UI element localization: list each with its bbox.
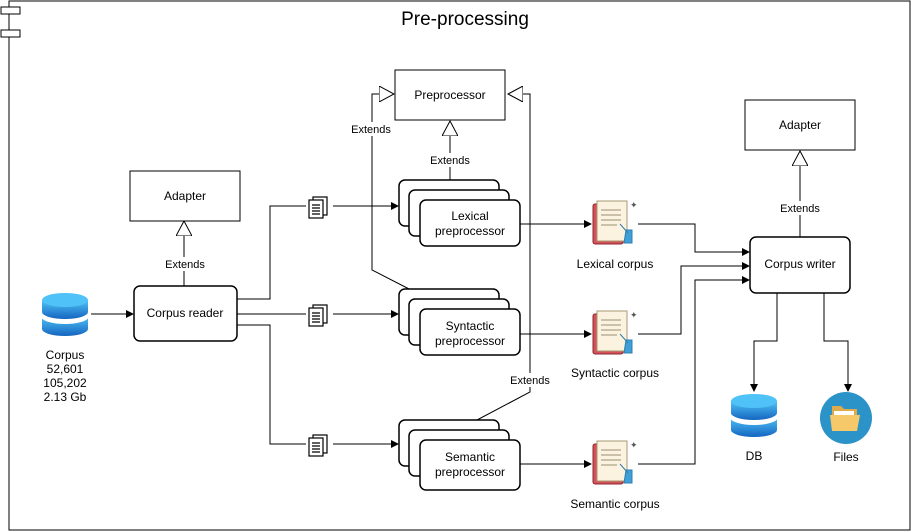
lexical-corpus-icon: ✦: [592, 200, 638, 245]
semantic-preprocessor-label-2: preprocessor: [435, 465, 505, 479]
extends-bg-adapter-left: [164, 257, 206, 271]
extends-label-adapter-left: Extends: [165, 259, 205, 271]
svg-text:✦: ✦: [630, 440, 638, 450]
component-icon-top: [0, 6, 21, 15]
files-folder-icon: [820, 392, 872, 444]
corpus-stat-sentences: 105,202: [43, 376, 87, 390]
syntactic-preprocessor-label-2: preprocessor: [435, 334, 505, 348]
extends-bg-preprocessor: [429, 153, 471, 167]
semantic-corpus-label: Semantic corpus: [570, 497, 659, 511]
lexical-preprocessor-label-1: Lexical: [451, 209, 488, 223]
lexical-preprocessor-stack[interactable]: [398, 179, 521, 247]
corpus-stat-size: 2.13 Gb: [44, 390, 87, 404]
svg-text:✦: ✦: [630, 200, 638, 210]
document-icon-semantic: [308, 434, 328, 457]
syntactic-preprocessor-stack[interactable]: [398, 288, 521, 356]
adapter-right-label: Adapter: [779, 118, 821, 132]
adapter-left-box[interactable]: [129, 170, 241, 222]
syntactic-preprocessor-label-1: Syntactic: [446, 319, 495, 333]
corpus-stat-docs: 52,601: [47, 362, 84, 376]
preprocessor-label: Preprocessor: [414, 88, 485, 102]
corpus-writer-box[interactable]: [749, 236, 851, 294]
extends-label-preprocessor: Extends: [430, 155, 470, 167]
semantic-preprocessor-label-1: Semantic: [445, 450, 495, 464]
preprocessor-box[interactable]: [394, 69, 506, 121]
document-icon-syntactic: [308, 304, 328, 327]
extends-label-right-route: Extends: [510, 375, 550, 387]
syntactic-corpus-label: Syntactic corpus: [571, 366, 659, 380]
files-label: Files: [833, 450, 858, 464]
lexical-preprocessor-label-2: preprocessor: [435, 224, 505, 238]
lexical-corpus-label: Lexical corpus: [577, 257, 654, 271]
corpus-reader-label: Corpus reader: [147, 306, 224, 320]
extends-label-adapter-right: Extends: [780, 203, 820, 215]
extends-bg-adapter-right: [779, 201, 821, 215]
connectors: [91, 94, 852, 468]
syntactic-corpus-icon: ✦: [592, 310, 638, 355]
adapter-left-label: Adapter: [164, 189, 206, 203]
db-icon: [730, 394, 778, 437]
extends-label-left-route: Extends: [351, 124, 391, 136]
diagram-title: Pre-processing: [401, 9, 529, 30]
corpus-database-icon: [41, 293, 89, 336]
semantic-preprocessor-stack[interactable]: [398, 419, 521, 491]
adapter-right-box[interactable]: [744, 99, 856, 151]
extends-bg-left-route: [350, 122, 392, 136]
corpus-reader-box[interactable]: [133, 285, 238, 342]
db-label: DB: [746, 449, 763, 463]
extends-bg-right-route: [509, 373, 551, 387]
corpus-label: Corpus: [46, 348, 85, 362]
component-icon-bottom: [0, 29, 21, 38]
svg-text:✦: ✦: [630, 310, 638, 320]
document-icon-lexical: [308, 196, 328, 219]
corpus-writer-label: Corpus writer: [764, 257, 835, 271]
semantic-corpus-icon: ✦: [592, 440, 638, 485]
